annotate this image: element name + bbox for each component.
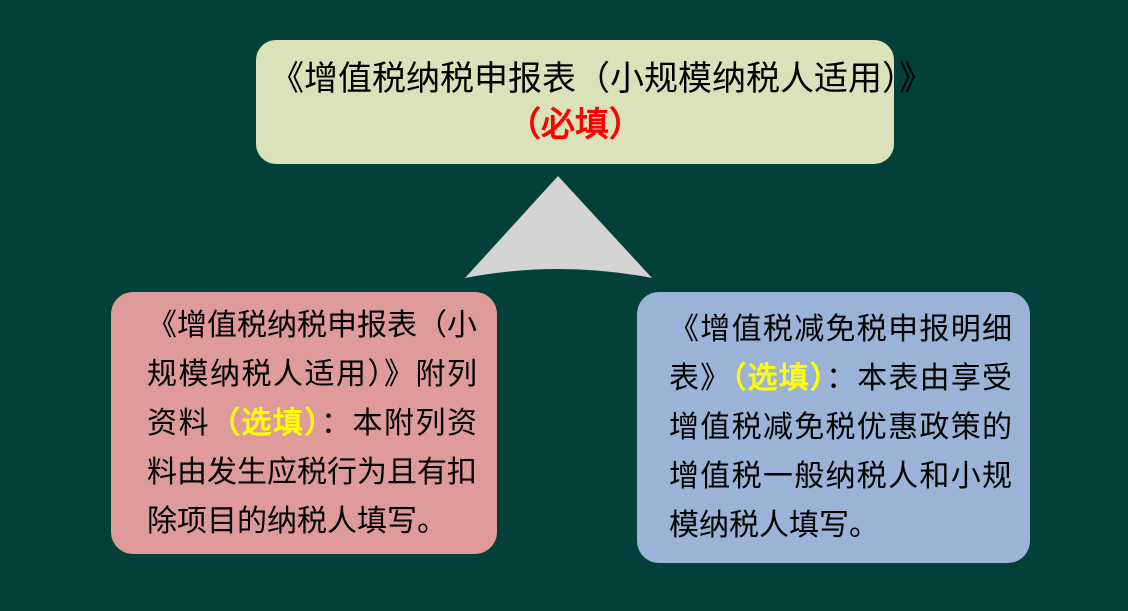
root-form-title: 《增值税纳税申报表（小规模纳税人适用）》 — [270, 56, 933, 102]
right-separator: ： — [826, 362, 858, 395]
left-box-title: 《增值税纳税申报表（小规模纳税人适用）》附列资料 — [147, 308, 477, 440]
right-box-title: 《增值税减免税申报明细表》 — [669, 313, 1012, 395]
left-optional-badge: （选填） — [210, 406, 321, 440]
right-optional-badge: （选填） — [731, 362, 827, 395]
root-form-box[interactable]: 《增值税纳税申报表（小规模纳税人适用）》 （必填） — [256, 40, 933, 164]
left-description: 本附列资料由发生应税行为且有扣除项目的纳税人填写。 — [147, 406, 477, 538]
right-box-paragraph: 《增值税减免税申报明细表》（选填）：本表由享受增值税减免税优惠政策的增值税一般纳… — [659, 305, 1012, 550]
up-arrow-icon — [465, 176, 652, 278]
root-form-title-text: 《增值税纳税申报表（小规模纳税人适用）》 — [270, 60, 933, 98]
left-attachment-box[interactable]: 《增值税纳税申报表（小规模纳税人适用）》附列资料（选填）：本附列资料由发生应税行… — [111, 292, 497, 554]
required-badge: （必填） — [507, 106, 643, 144]
left-separator: ： — [321, 406, 353, 440]
left-box-paragraph: 《增值税纳税申报表（小规模纳税人适用）》附列资料（选填）：本附列资料由发生应税行… — [133, 301, 477, 546]
root-form-required-line: （必填） — [270, 102, 880, 148]
right-description: 本表由享受增值税减免税优惠政策的增值税一般纳税人和小规模纳税人填写。 — [669, 362, 1013, 542]
right-detail-box[interactable]: 《增值税减免税申报明细表》（选填）：本表由享受增值税减免税优惠政策的增值税一般纳… — [637, 292, 1030, 563]
